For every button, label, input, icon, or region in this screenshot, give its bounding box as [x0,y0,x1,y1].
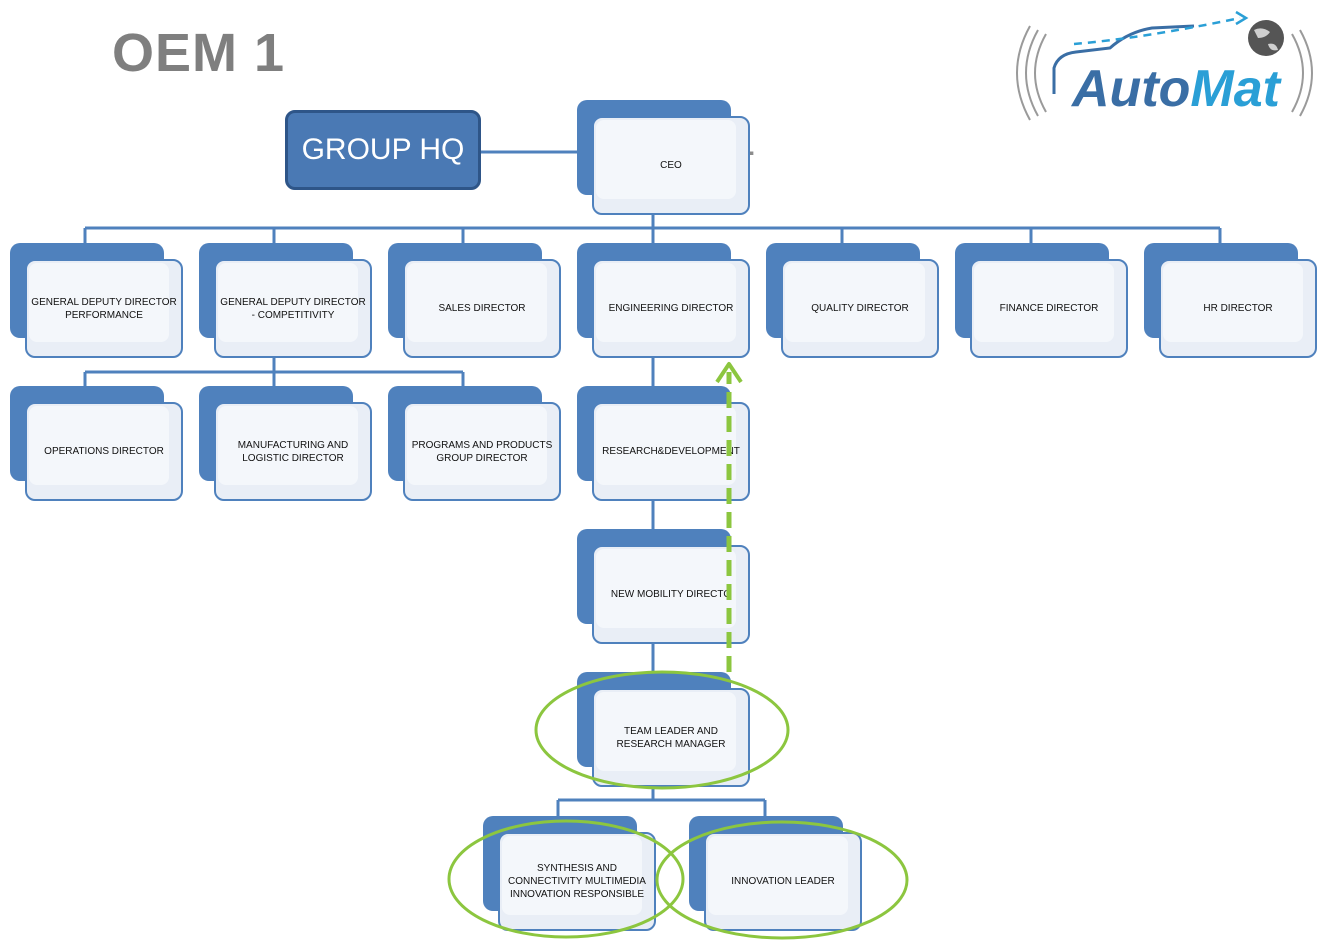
node-label: OPERATIONS DIRECTOR [44,446,164,457]
node-synthesis: SYNTHESIS AND CONNECTIVITY MULTIMEDIA IN… [483,816,656,931]
logo-text-mat: Mat [1190,60,1282,118]
node-label: INNOVATION LEADER [731,876,835,887]
svg-text:AutoMat: AutoMat [1070,60,1283,118]
node-label: ENGINEERING DIRECTOR [608,303,734,314]
group-hq-box: GROUP HQ [285,110,481,190]
node-hr: HR DIRECTOR [1144,243,1317,358]
node-programs: PROGRAMS AND PRODUCTS GROUP DIRECTOR [388,386,561,501]
node-label: QUALITY DIRECTOR [811,303,909,314]
node-engineering: ENGINEERING DIRECTOR [577,243,750,358]
node-gdd-competitivity: GENERAL DEPUTY DIRECTOR - COMPETITIVITY [199,243,372,358]
node-label: RESEARCH&DEVELOPMENT [602,446,740,457]
node-rnd: RESEARCH&DEVELOPMENT [577,386,750,501]
node-gdd-performance: GENERAL DEPUTY DIRECTOR PERFORMANCE [10,243,183,358]
node-label: NEW MOBILITY DIRECTO [610,589,732,600]
node-quality: QUALITY DIRECTOR [766,243,939,358]
node-label: SALES DIRECTOR [438,303,526,314]
page-title: OEM 1 [112,23,286,83]
node-label: GENERAL DEPUTY DIRECTOR - COMPETITIVITY [220,296,366,321]
node-team-leader: TEAM LEADER AND RESEARCH MANAGER [577,672,750,787]
node-new-mobility: NEW MOBILITY DIRECTO [577,529,750,644]
logo-text-auto: Auto [1070,60,1190,118]
node-label: MANUFACTURING AND LOGISTIC DIRECTOR [237,439,349,464]
node-finance: FINANCE DIRECTOR [955,243,1128,358]
node-operations: OPERATIONS DIRECTOR [10,386,183,501]
node-label: HR DIRECTOR [1203,303,1273,314]
node-innovation: INNOVATION LEADER [689,816,862,931]
node-label: GENERAL DEPUTY DIRECTOR PERFORMANCE [31,296,177,321]
node-label: SYNTHESIS AND CONNECTIVITY MULTIMEDIA IN… [508,863,646,900]
node-manufacturing: MANUFACTURING AND LOGISTIC DIRECTOR [199,386,372,501]
node-label: FINANCE DIRECTOR [999,303,1099,314]
node-label: TEAM LEADER AND RESEARCH MANAGER [616,725,726,750]
globe-icon [1248,20,1284,56]
automat-logo: AutoMat [1016,10,1313,121]
node-sales: SALES DIRECTOR [388,243,561,358]
node-label: PROGRAMS AND PRODUCTS GROUP DIRECTOR [411,439,553,464]
node-ceo: CEO [577,100,750,215]
node-label: CEO [660,160,682,171]
